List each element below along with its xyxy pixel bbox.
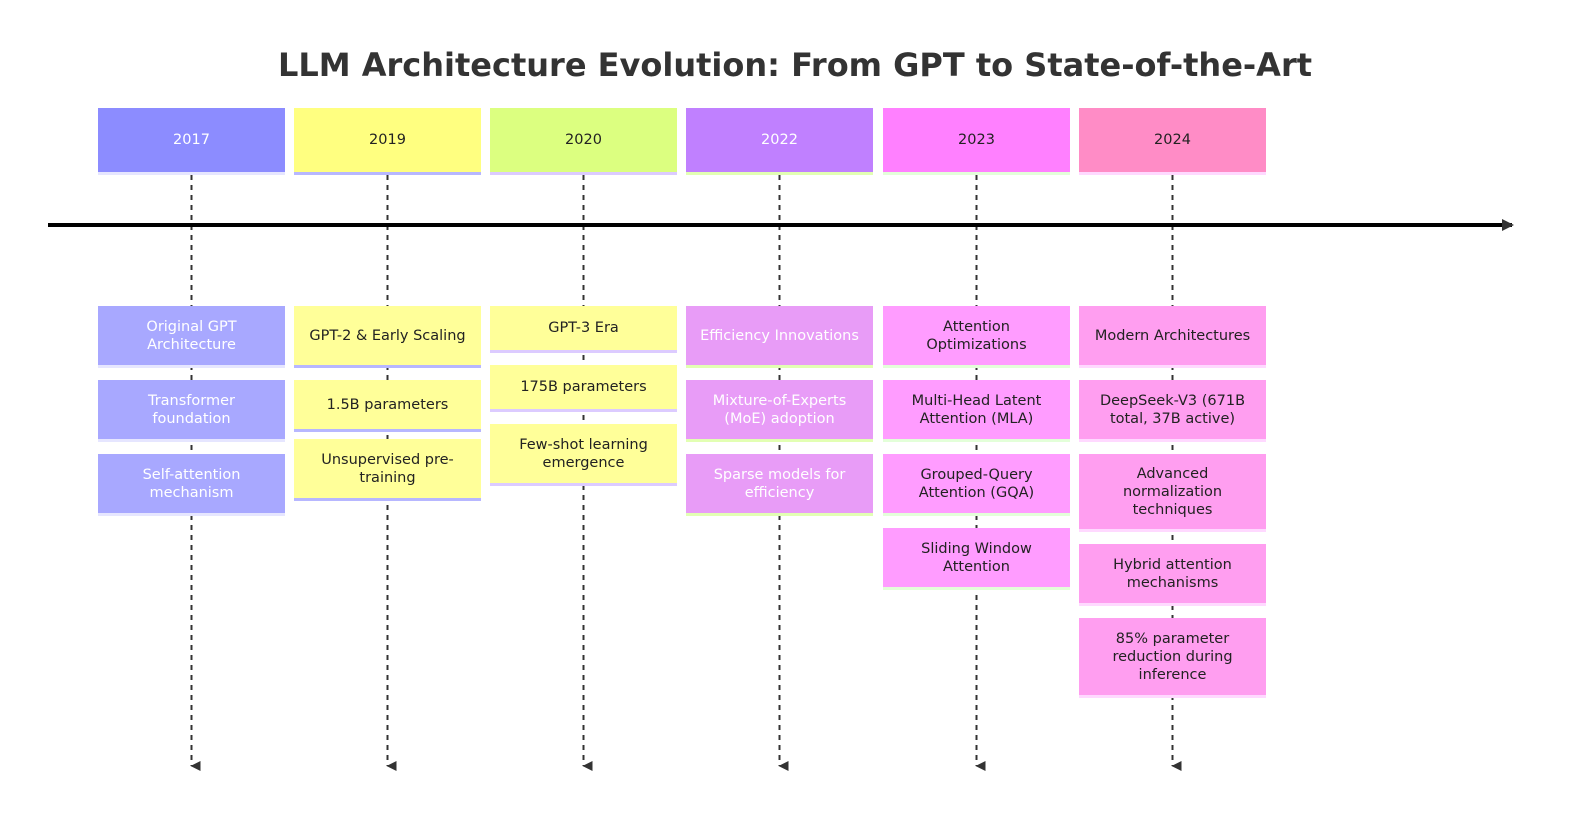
- period-title-2024: Modern Architectures: [1079, 306, 1266, 368]
- event-card-2023: Grouped-Query Attention (GQA): [883, 454, 1070, 516]
- event-card-2019: 1.5B parameters: [294, 380, 481, 432]
- event-card-2023: Multi-Head Latent Attention (MLA): [883, 380, 1070, 442]
- event-card-2023: Sliding Window Attention: [883, 528, 1070, 590]
- period-title-2020: GPT-3 Era: [490, 306, 677, 353]
- year-header-2022: 2022: [686, 108, 873, 175]
- year-header-2020: 2020: [490, 108, 677, 175]
- period-title-2022: Efficiency Innovations: [686, 306, 873, 368]
- event-card-2019: Unsupervised pre-training: [294, 439, 481, 501]
- year-header-2019: 2019: [294, 108, 481, 175]
- event-card-2017: Transformer foundation: [98, 380, 285, 442]
- event-card-2022: Sparse models for efficiency: [686, 454, 873, 516]
- event-card-2022: Mixture-of-Experts (MoE) adoption: [686, 380, 873, 442]
- event-card-2024: DeepSeek-V3 (671B total, 37B active): [1079, 380, 1266, 442]
- event-card-2020: 175B parameters: [490, 365, 677, 412]
- event-card-2024: 85% parameter reduction during inference: [1079, 618, 1266, 698]
- event-card-2017: Self-attention mechanism: [98, 454, 285, 516]
- period-title-2017: Original GPT Architecture: [98, 306, 285, 368]
- event-card-2024: Advanced normalization techniques: [1079, 454, 1266, 532]
- year-header-2023: 2023: [883, 108, 1070, 175]
- event-card-2020: Few-shot learning emergence: [490, 424, 677, 486]
- year-header-2017: 2017: [98, 108, 285, 175]
- period-title-2023: Attention Optimizations: [883, 306, 1070, 368]
- year-header-2024: 2024: [1079, 108, 1266, 175]
- diagram-title: LLM Architecture Evolution: From GPT to …: [277, 46, 1313, 84]
- event-card-2024: Hybrid attention mechanisms: [1079, 544, 1266, 606]
- period-title-2019: GPT-2 & Early Scaling: [294, 306, 481, 368]
